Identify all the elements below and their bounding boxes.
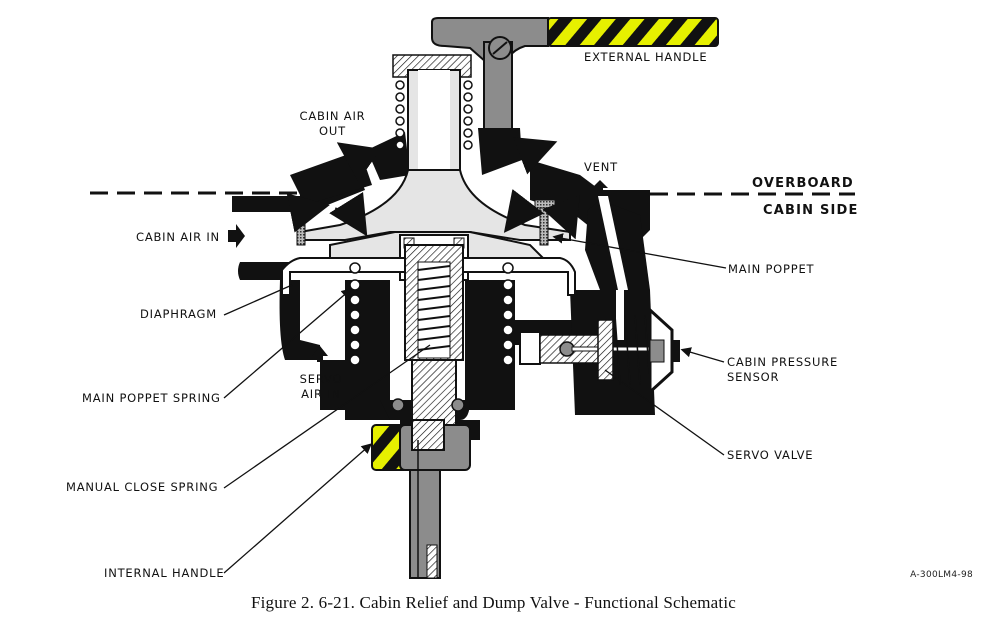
servo-valve-assembly	[519, 306, 680, 396]
leader-main-poppet-spring	[223, 288, 352, 399]
boundary-line	[90, 191, 855, 196]
label-cabin-pressure-sensor: CABIN PRESSURE SENSOR	[727, 355, 838, 385]
label-cabin-air-out-line2: OUT	[319, 124, 346, 138]
label-manual-close-spring: MANUAL CLOSE SPRING	[66, 480, 219, 494]
servo-air-in-arrow-icon	[312, 346, 328, 362]
leader-internal-handle	[223, 443, 372, 574]
zone-overboard: OVERBOARD	[752, 176, 854, 191]
label-cabin-air-out: CABIN AIR OUT	[290, 109, 375, 139]
vent-channel	[598, 196, 628, 340]
label-servo-air-in: SERVO AIR IN	[296, 372, 346, 402]
zone-cabin-side: CABIN SIDE	[763, 203, 859, 218]
reference-code: A-300LM4-98	[910, 570, 973, 580]
label-cabin-air-in: CABIN AIR IN	[136, 230, 220, 244]
vent-arrow-icon	[592, 180, 608, 195]
main-poppet-spring	[349, 262, 514, 366]
label-main-poppet-spring: MAIN POPPET SPRING	[82, 391, 221, 405]
label-main-poppet: MAIN POPPET	[728, 262, 815, 276]
leader-manual-close-spring	[223, 344, 431, 489]
leader-diaphragm	[223, 284, 293, 316]
figure-caption: Figure 2. 6-21. Cabin Relief and Dump Va…	[250, 593, 737, 612]
flow-arrows	[286, 137, 580, 240]
label-servo-valve: SERVO VALVE	[727, 448, 814, 462]
cabin-air-out-arrow-right-icon	[512, 137, 558, 175]
cabin-air-in-arrow-icon	[228, 224, 245, 248]
cabin-air-out-arrow-icon	[336, 142, 382, 182]
leader-lines	[223, 233, 727, 574]
label-vent: VENT	[584, 160, 618, 174]
cabin-air-in-right-arrow-icon	[329, 191, 368, 237]
poppet-right-arrow-left-icon	[503, 189, 545, 233]
internal-handle	[371, 398, 471, 579]
leader-cabin-pressure-sensor	[680, 347, 725, 363]
label-cabin-pressure-sensor-line2: SENSOR	[727, 370, 780, 384]
label-servo-air-in-line2: AIR IN	[301, 387, 341, 401]
leader-servo-valve	[604, 369, 725, 456]
cabin-air-in-left-arrow-icon	[286, 193, 330, 233]
label-servo-air-in-line1: SERVO	[299, 372, 343, 386]
label-cabin-air-out-line1: CABIN AIR	[299, 109, 366, 123]
label-external-handle: EXTERNAL HANDLE	[584, 50, 708, 64]
label-diaphragm: DIAPHRAGM	[140, 307, 217, 321]
external-handle	[431, 17, 719, 131]
label-cabin-pressure-sensor-line1: CABIN PRESSURE	[727, 355, 839, 369]
poppet-right-arrow-right-icon	[542, 194, 580, 240]
leader-main-poppet	[552, 233, 727, 269]
label-internal-handle: INTERNAL HANDLE	[104, 566, 225, 580]
